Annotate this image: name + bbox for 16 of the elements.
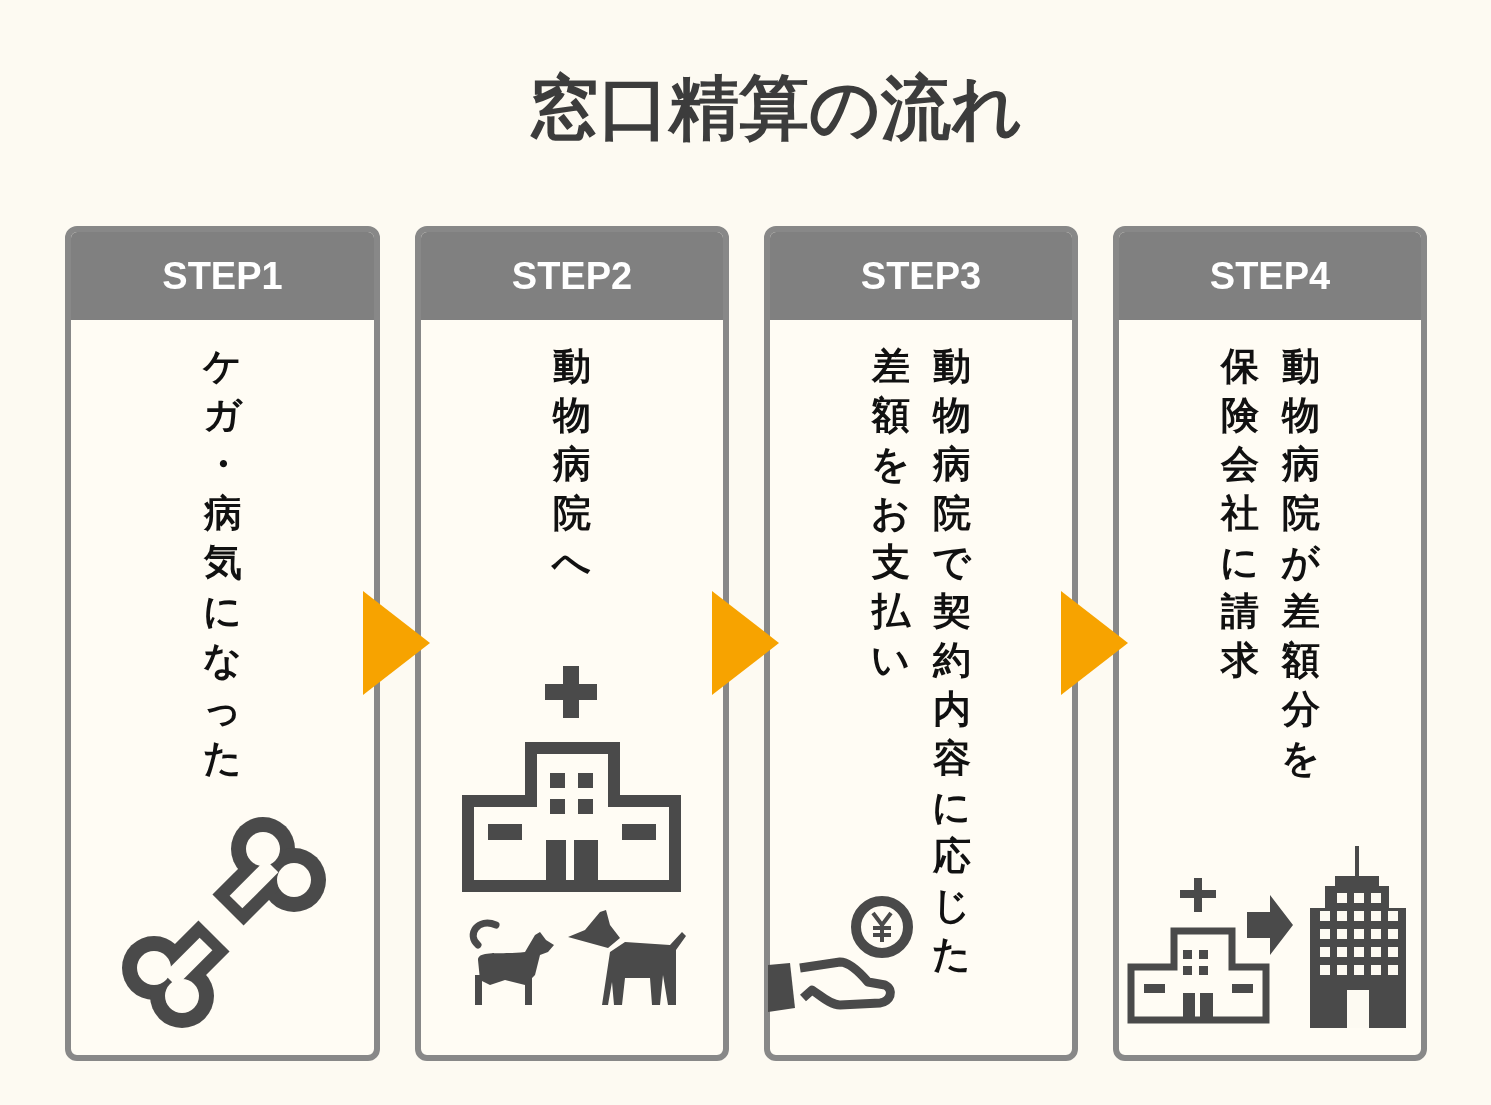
step-card (1113, 226, 1427, 1061)
step-description: 動物病院へ (553, 343, 591, 586)
step-description: ケガ・病気になった (203, 343, 242, 782)
step-header: STEP4 (1119, 232, 1421, 320)
arrow (1061, 591, 1128, 695)
arrow (712, 591, 779, 695)
step-card (764, 226, 1078, 1061)
step-header: STEP2 (421, 232, 723, 320)
step-header: STEP1 (71, 232, 374, 320)
arrow (363, 591, 430, 695)
step-description: 動物病院が差額分を保険会社に請求 (1220, 343, 1320, 782)
step-description: 動物病院で契約内容に応じた差額をお支払い (871, 343, 971, 978)
step-header: STEP3 (770, 232, 1072, 320)
step-card (415, 226, 729, 1061)
title: 窓口精算の流れ (527, 66, 1024, 151)
step-card (65, 226, 380, 1061)
